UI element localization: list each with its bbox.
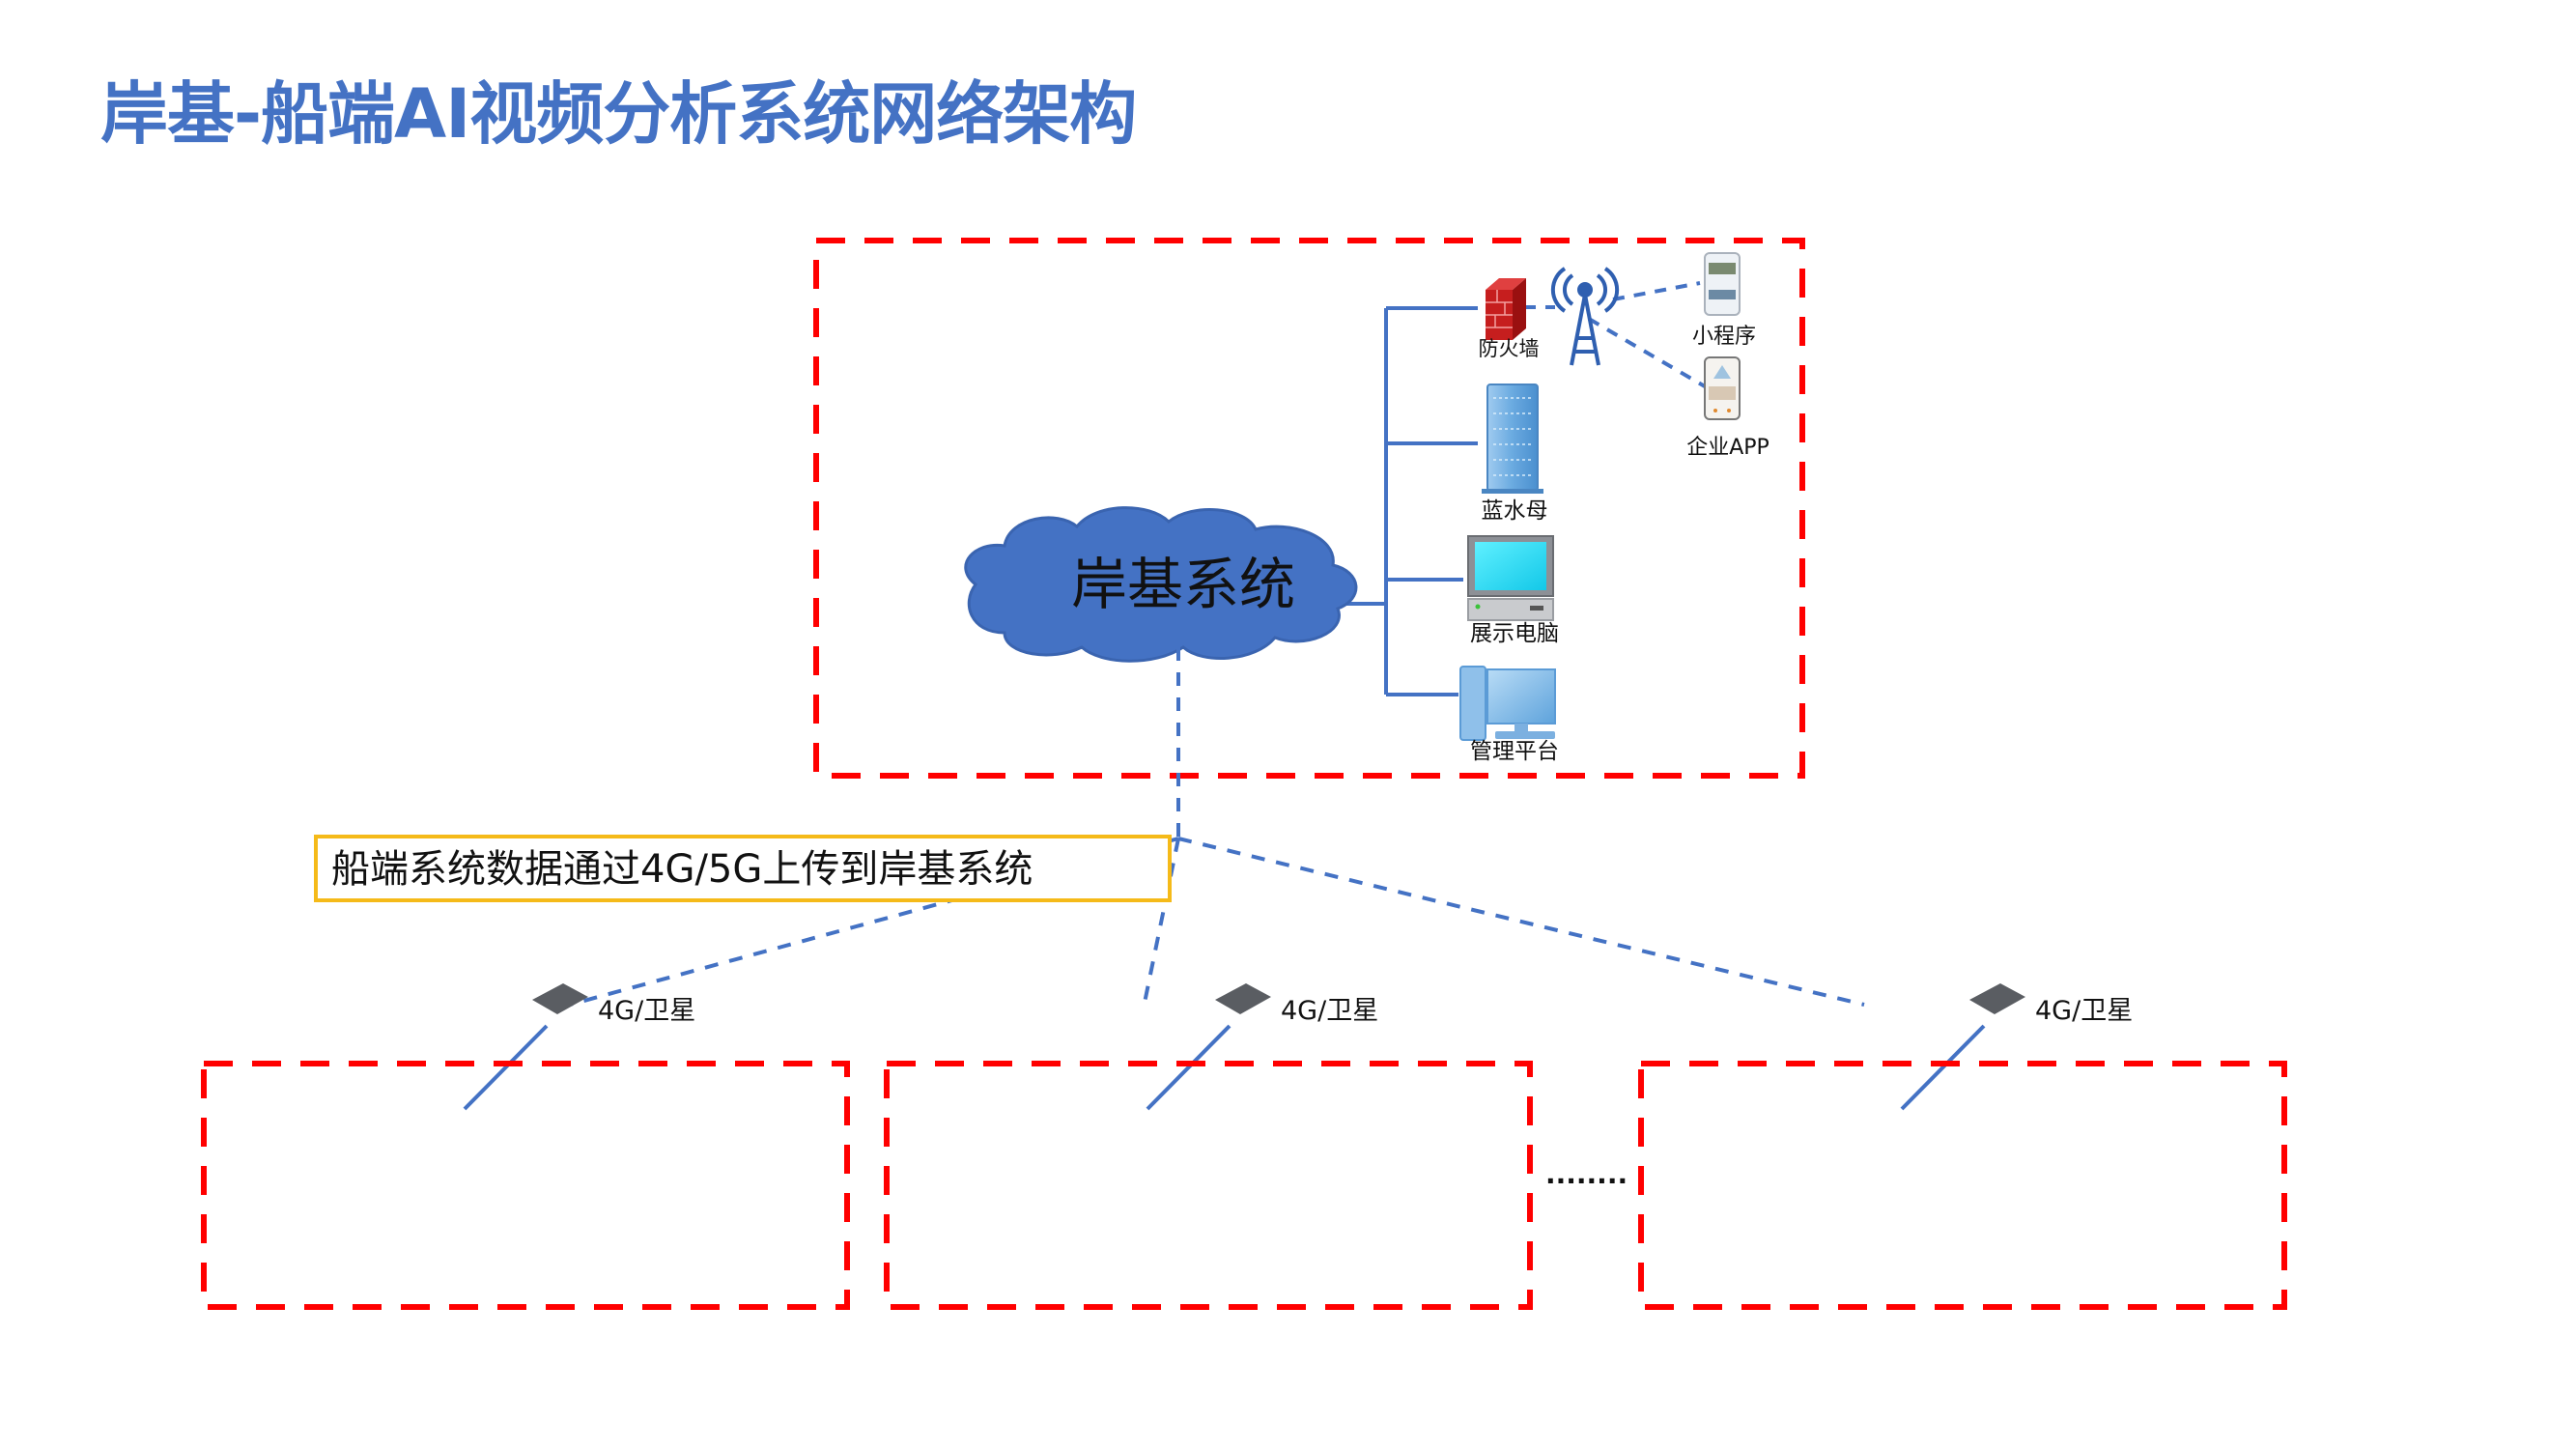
uplink-note-text: 船端系统数据通过4G/5G上传到岸基系统 [331, 847, 1033, 892]
ship-boundary: NVR 视频接入交换机 Corerain 船端系统 [1638, 1061, 2287, 1310]
ship-modem[interactable]: 4G/卫星 [1969, 983, 2133, 1026]
mini-program-label: 小程序 [1692, 325, 1756, 349]
page-title: 岸基-船端AI视频分析系统网络架构 [100, 74, 1137, 154]
workstation-icon [1459, 666, 1556, 741]
modem-label: 4G/卫星 [1281, 996, 1378, 1026]
modem-icon [1969, 983, 2025, 1014]
shore-bus [1341, 306, 1478, 696]
phone-icon [1704, 356, 1741, 420]
modem-label: 4G/卫星 [2035, 996, 2133, 1026]
desktop-monitor-icon [1467, 535, 1554, 621]
shore-cloud: 岸基系统 [964, 506, 1358, 663]
ship-boundary: NVR 视频接入交换机 Corerain 船端系统 [201, 1061, 850, 1310]
management-platform[interactable]: 管理平台 [1459, 666, 1559, 764]
server-label: 蓝水母 [1482, 498, 1548, 524]
cloud-label: 岸基系统 [1071, 552, 1295, 617]
display-pc[interactable]: 展示电脑 [1467, 535, 1559, 646]
server[interactable]: 蓝水母 [1482, 384, 1548, 524]
firewall[interactable]: 防火墙 [1479, 278, 1540, 360]
enterprise-app-label: 企业APP [1686, 436, 1769, 460]
firewall-icon [1486, 278, 1526, 340]
shore-boundary [813, 238, 1805, 779]
modem-icon [1215, 983, 1271, 1014]
ship-links [463, 1024, 549, 1111]
ship-boundary: NVR 视频接入交换机 Corerain 船端系统 [884, 1061, 1533, 1310]
antenna-tower-icon [1550, 267, 1620, 366]
modem-label: 4G/卫星 [598, 996, 695, 1026]
firewall-label: 防火墙 [1479, 337, 1540, 360]
ship-links [1146, 1024, 1231, 1111]
server-tower-icon [1482, 384, 1543, 494]
modem-icon [532, 983, 588, 1014]
management-label: 管理平台 [1470, 739, 1559, 764]
mini-program[interactable]: 小程序 [1692, 252, 1756, 349]
uplink-links [569, 647, 1865, 1007]
uplink-note: 船端系统数据通过4G/5G上传到岸基系统 [314, 835, 1172, 902]
more-ships-ellipsis: ........ [1545, 1158, 1628, 1190]
enterprise-app[interactable]: 企业APP [1686, 356, 1769, 460]
wireless-links [1524, 281, 1707, 388]
phone-icon [1704, 252, 1741, 316]
ship-links [1900, 1024, 1986, 1111]
ship-group: 4G/卫星 NVR 视频接入交换机 [1638, 983, 2287, 1310]
cloud-icon [964, 506, 1358, 663]
ship-modem[interactable]: 4G/卫星 [1215, 983, 1378, 1026]
ship-modem[interactable]: 4G/卫星 [532, 983, 695, 1026]
ship-group: 4G/卫星 NVR 视频接入交换机 [884, 983, 1533, 1310]
display-pc-label: 展示电脑 [1470, 621, 1559, 646]
ship-group: 4G/卫星 NVR 视频接入交换机 [201, 983, 850, 1310]
